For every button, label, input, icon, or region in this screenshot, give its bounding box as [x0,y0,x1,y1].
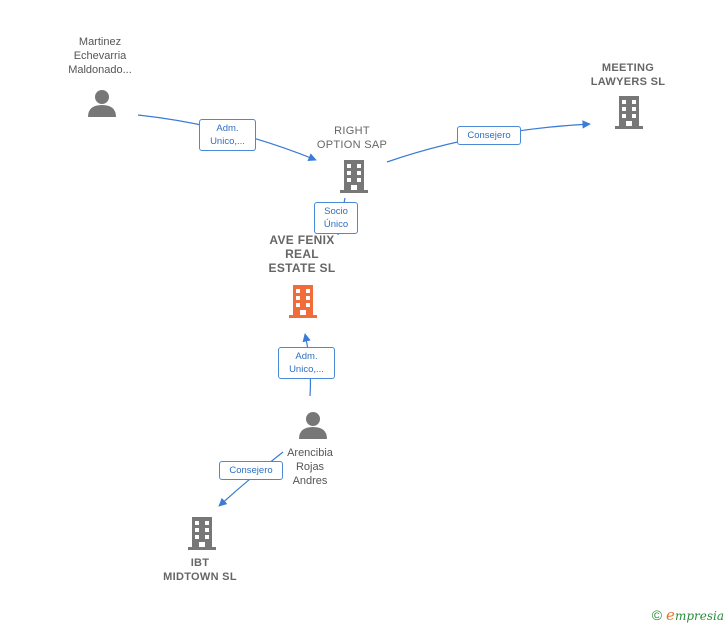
node-label-ave-fenix[interactable]: AVE FENIX REAL ESTATE SL [268,233,336,275]
person-icon[interactable] [86,88,118,118]
node-label-right-option[interactable]: RIGHT OPTION SAP [316,125,388,151]
building-icon[interactable] [186,515,218,551]
node-label-martinez[interactable]: Martinez Echevarria Maldonado... [68,36,132,76]
edge-label-right-option-ave[interactable]: Socio Único [314,202,358,234]
copyright-symbol: © [651,607,663,623]
node-label-arencibia[interactable]: Arencibia Rojas Andres [287,447,333,487]
building-icon[interactable] [338,158,370,194]
footer-brand: © empresia [652,606,724,624]
node-label-meeting-lawyers[interactable]: MEETING LAWYERS SL [590,62,666,88]
building-icon-focus[interactable] [287,283,319,319]
building-icon[interactable] [613,94,645,130]
brand-logo: empresia [666,606,724,624]
edge-label-right-option-meeting[interactable]: Consejero [457,126,521,145]
edge-label-arencibia-ibt[interactable]: Consejero [219,461,283,480]
edge-label-martinez-right-option[interactable]: Adm. Unico,... [199,119,256,151]
person-icon[interactable] [297,410,329,440]
node-label-ibt-midtown[interactable]: IBT MIDTOWN SL [163,557,237,583]
edge-label-arencibia-ave[interactable]: Adm. Unico,... [278,347,335,379]
